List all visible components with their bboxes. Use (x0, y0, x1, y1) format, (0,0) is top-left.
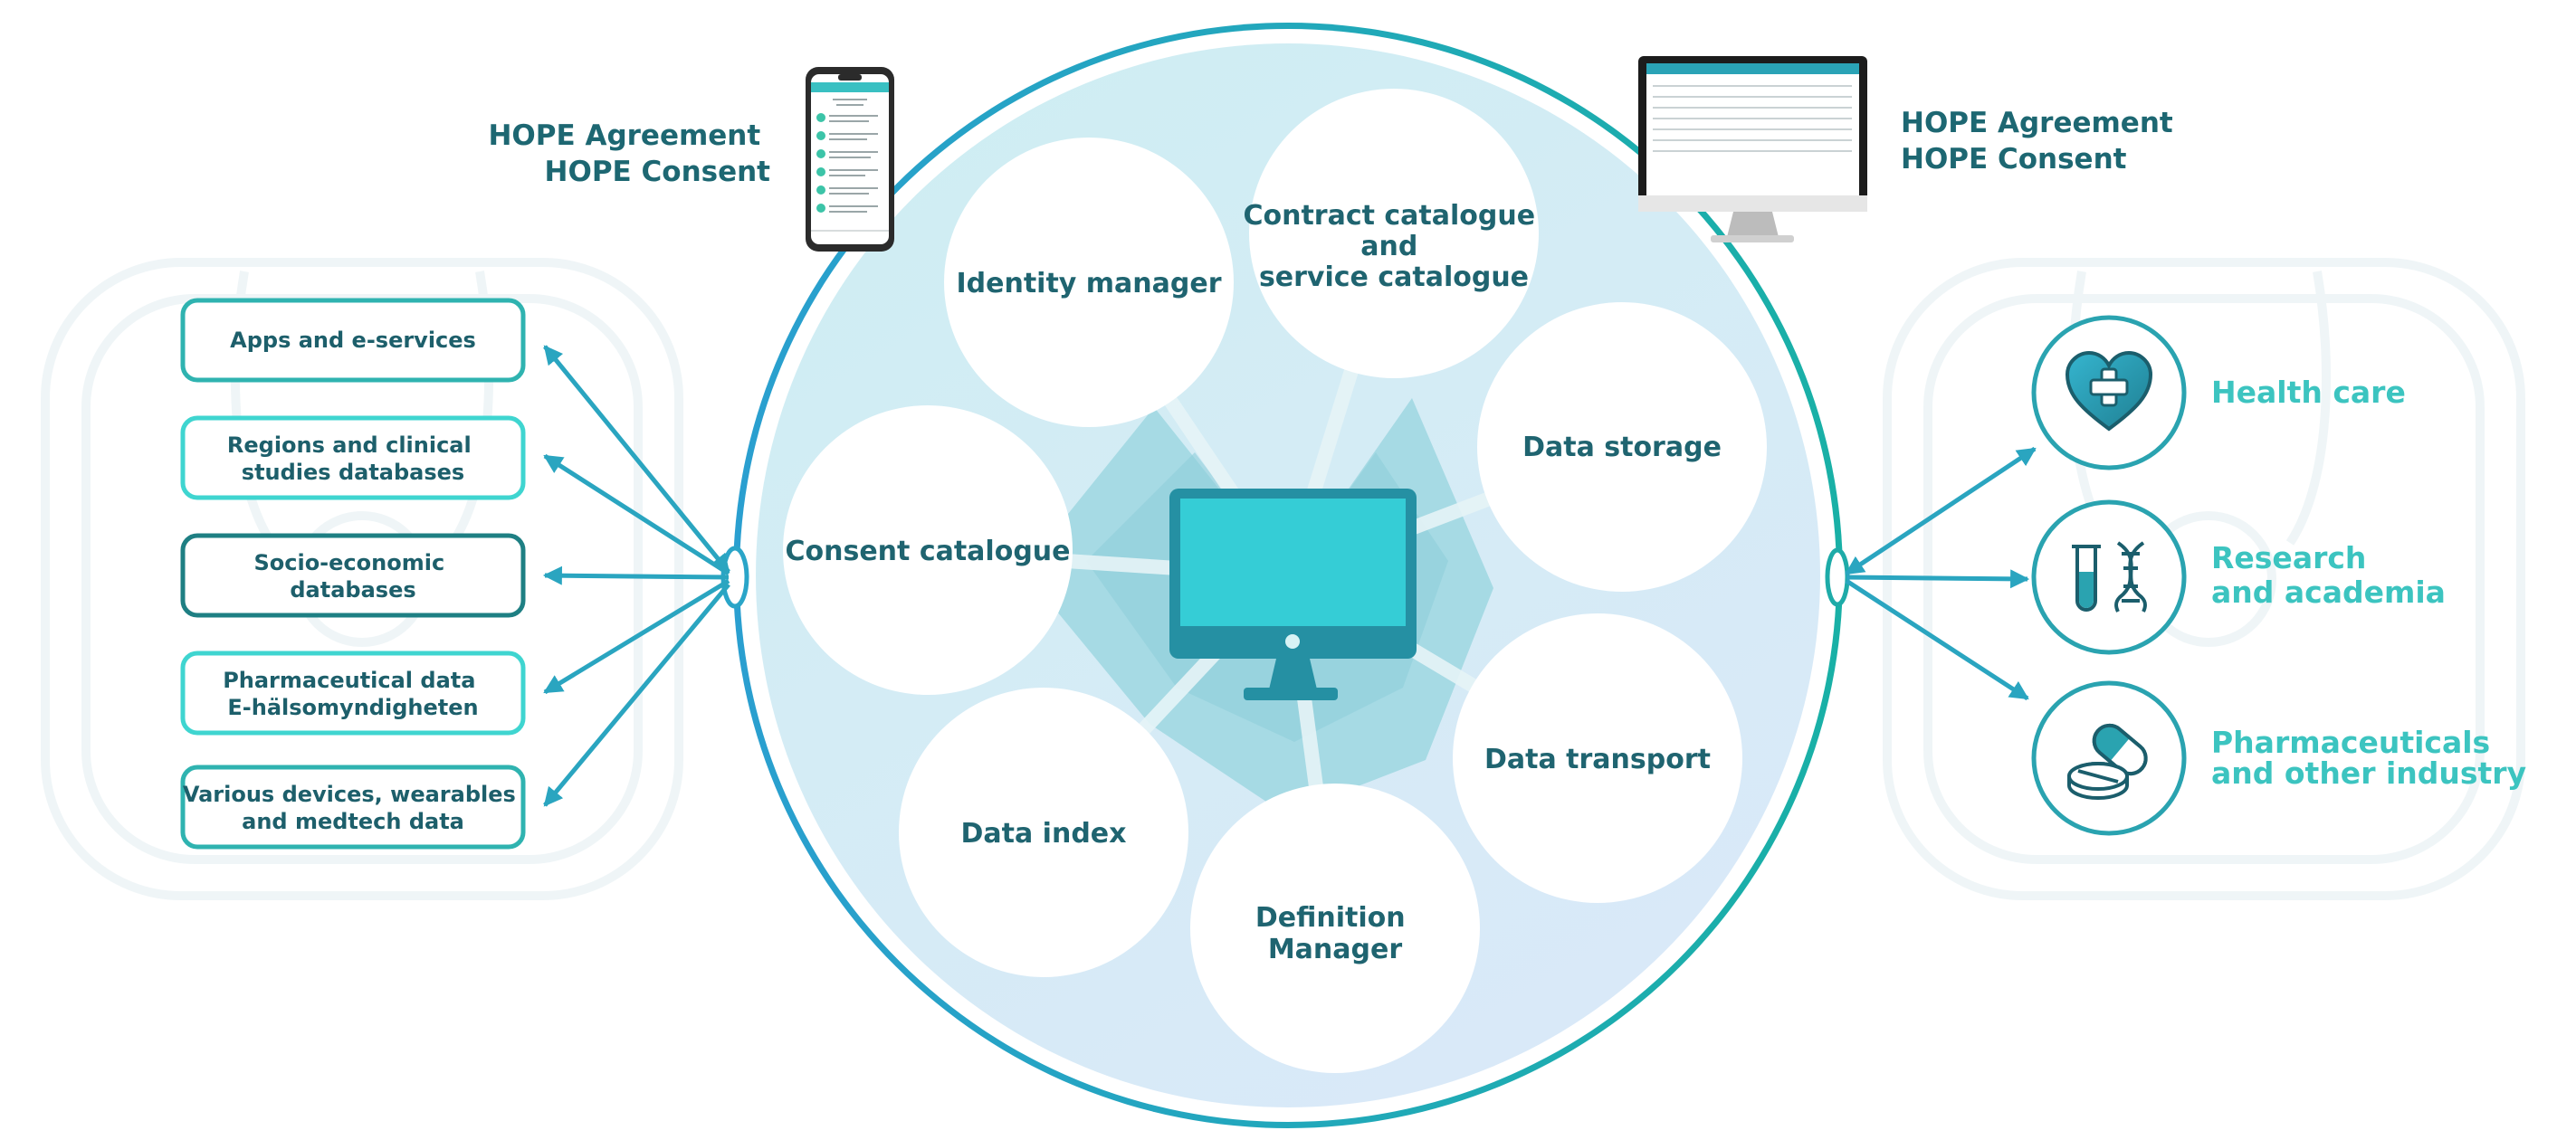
source-regions-line2: studies databases (242, 460, 464, 485)
right-port (1825, 547, 1850, 607)
heart-plus-icon (2065, 350, 2153, 432)
source-box-regions: Regions and clinical studies databases (180, 415, 526, 500)
smartphone-icon (806, 67, 894, 252)
node-definition-line1: Definition (1255, 902, 1406, 934)
destination-pharmaceuticals: Pharmaceuticals and other industry (2031, 680, 2526, 836)
hope-right-label: HOPE Agreement HOPE Consent (1901, 107, 2183, 176)
svg-text:Apps and e-services: Apps and e-services (230, 328, 476, 353)
desktop-monitor-icon (1638, 56, 1867, 242)
dest-pharma-line1: Pharmaceuticals (2211, 725, 2490, 760)
svg-text:Research and academia: Research and academia (2211, 540, 2446, 610)
node-consent-catalogue: Consent catalogue (783, 405, 1073, 695)
destination-health-care: Health care (2031, 315, 2406, 470)
node-storage-text: Data storage (1522, 432, 1722, 463)
pill-capsule-icon (2067, 723, 2148, 800)
svg-text:Identity manager: Identity manager (956, 268, 1221, 299)
source-regions-line1: Regions and clinical (227, 432, 472, 458)
node-contract-line3: service catalogue (1259, 261, 1529, 293)
svg-text:Health care: Health care (2211, 375, 2406, 410)
node-identity-text: Identity manager (956, 268, 1221, 299)
source-socio-line2: databases (290, 577, 415, 603)
hope-left-label: HOPE Agreement HOPE Consent (488, 119, 770, 188)
hope-right-line1: HOPE Agreement (1901, 107, 2173, 139)
dest-pharma-line2: and other industry (2211, 755, 2526, 791)
destination-arrows (1845, 446, 2037, 701)
source-socio-line1: Socio-economic (253, 550, 444, 575)
source-box-socio: Socio-economic databases (180, 533, 526, 618)
node-identity-manager: Identity manager (944, 138, 1234, 427)
source-box-apps: Apps and e-services (180, 298, 526, 383)
node-definition-line2: Manager (1268, 934, 1403, 965)
hope-left-line2: HOPE Consent (545, 156, 771, 188)
svg-text:Various devices, wearables: Various devices, wearables and medtech d… (183, 782, 523, 834)
svg-text:Data index: Data index (961, 818, 1127, 850)
source-pharma-line1: Pharmaceutical data (223, 668, 475, 693)
source-apps-text: Apps and e-services (230, 328, 476, 353)
hope-right-line2: HOPE Consent (1901, 143, 2127, 176)
svg-text:Pharmaceutical data E-hä: Pharmaceutical data E-hälsomyndigheten (223, 668, 483, 720)
node-data-storage: Data storage (1477, 302, 1767, 592)
svg-text:Pharmaceuticals and othe: Pharmaceuticals and other industry (2211, 725, 2526, 791)
source-box-devices: Various devices, wearables and medtech d… (180, 765, 526, 850)
svg-text:Data storage: Data storage (1522, 432, 1722, 463)
svg-text:Regions and clinical stu: Regions and clinical studies databases (227, 432, 479, 485)
node-definition-manager: Definition Manager (1190, 784, 1480, 1073)
source-box-pharma: Pharmaceutical data E-hälsomyndigheten (180, 651, 526, 736)
source-arrows (542, 345, 730, 807)
node-index-text: Data index (961, 818, 1127, 850)
node-contract-line2: and (1360, 231, 1417, 262)
svg-text:Definition Manager: Definition Manager (1255, 902, 1415, 965)
dest-research-line1: Research (2211, 540, 2366, 575)
node-transport-text: Data transport (1484, 744, 1711, 775)
node-consent-text: Consent catalogue (785, 536, 1070, 567)
dest-research-line2: and academia (2211, 575, 2446, 610)
destination-research: Research and academia (2031, 499, 2446, 655)
hope-left-line1: HOPE Agreement (488, 119, 760, 152)
svg-text:Socio-economic databases: Socio-economic databases (253, 550, 452, 603)
central-computer-icon (1169, 489, 1417, 700)
test-tube-dna-icon (2072, 541, 2147, 613)
svg-text:Consent catalogue: Consent catalogue (785, 536, 1070, 567)
source-devices-line2: and medtech data (242, 809, 464, 834)
svg-text:Data transport: Data transport (1484, 744, 1711, 775)
node-data-transport: Data transport (1453, 613, 1742, 903)
dest-health-text: Health care (2211, 375, 2406, 410)
source-pharma-line2: E-hälsomyndigheten (227, 695, 478, 720)
svg-text:Contract catalogue and: Contract catalogue and service catalogue (1243, 200, 1544, 293)
node-data-index: Data index (899, 688, 1188, 977)
node-contract-line1: Contract catalogue (1243, 200, 1535, 232)
source-devices-line1: Various devices, wearables (183, 782, 516, 807)
node-contract-catalogue: Contract catalogue and service catalogue (1243, 89, 1544, 378)
